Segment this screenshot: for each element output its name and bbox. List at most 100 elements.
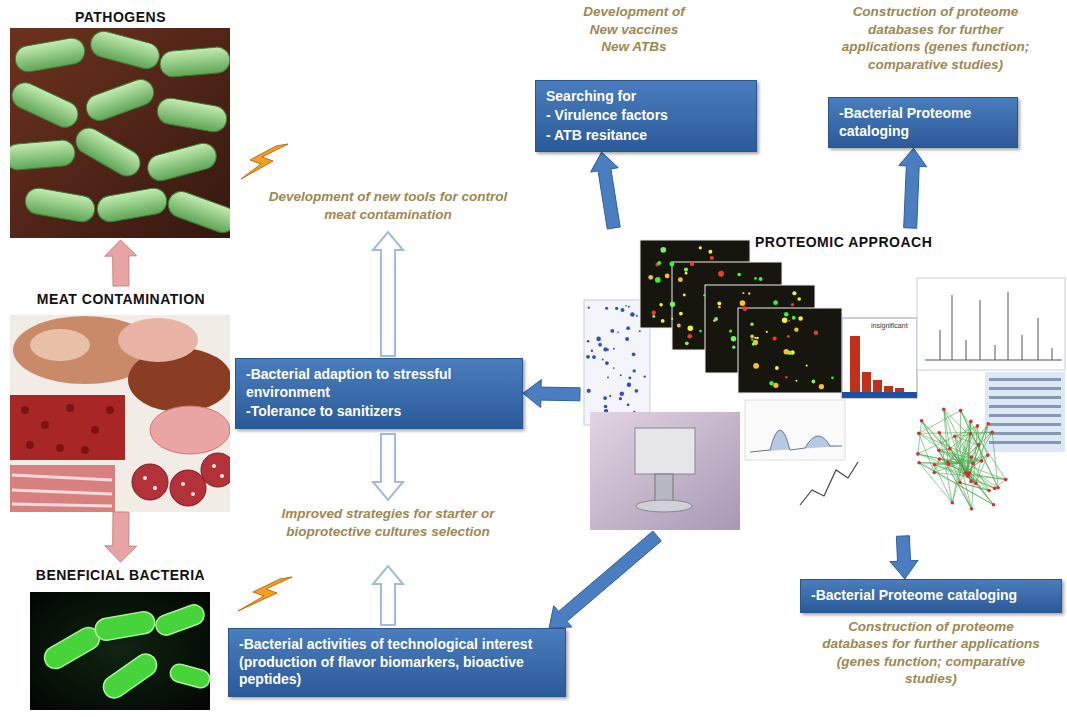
process-box-body: Searching for- Virulence factors- ATB re… xyxy=(535,80,757,153)
proteomic-collage xyxy=(665,274,670,279)
proteomic-collage xyxy=(684,268,688,272)
proteomic-collage xyxy=(960,424,988,463)
proteomic-collage xyxy=(615,307,618,310)
proteomic-collage xyxy=(940,330,941,360)
proteomic-collage xyxy=(610,329,614,333)
proteomic-collage xyxy=(591,349,593,351)
proteomic-collage xyxy=(660,247,666,253)
proteomic-collage xyxy=(989,414,1061,417)
proteomic-collage xyxy=(670,302,675,307)
proteomic-collage xyxy=(842,392,917,398)
proteomic-collage xyxy=(785,376,787,378)
meat-picture xyxy=(106,406,114,414)
pathogen-picture xyxy=(13,36,86,74)
proteomic-collage xyxy=(769,381,773,385)
proteomic-collage xyxy=(939,433,960,463)
proteomic-collage xyxy=(862,372,871,392)
proteomic-collage xyxy=(939,433,993,505)
proteomic-collage xyxy=(731,336,737,342)
panel-heading: MEAT CONTAMINATION xyxy=(5,286,237,307)
process-box: Construction of proteome databases for f… xyxy=(828,3,1046,148)
proteomic-collage xyxy=(750,323,754,327)
flow-arrow xyxy=(899,148,927,228)
proteomic-collage xyxy=(937,449,941,453)
proteomic-collage xyxy=(812,380,816,384)
proteomic-collage xyxy=(960,463,968,475)
proteomic-collage xyxy=(655,277,661,283)
meat-picture xyxy=(56,444,64,452)
beneficial-bacteria-picture xyxy=(30,592,210,710)
box-text: Searching for xyxy=(546,88,746,106)
proteomic-collage xyxy=(989,378,1061,444)
proteomic-collage xyxy=(607,348,609,350)
hollow-arrow xyxy=(373,232,403,356)
proteomic-collage xyxy=(685,272,688,275)
proteomic-collage xyxy=(688,326,694,332)
proteomic-collage xyxy=(678,277,683,282)
beneficial-bacteria-picture xyxy=(41,602,210,702)
pathogen-picture xyxy=(71,123,145,181)
process-box-body: -Bacterial activities of technological i… xyxy=(228,628,566,697)
proteomic-collage xyxy=(636,315,638,317)
pathogen-picture xyxy=(10,28,230,238)
proteomic-collage xyxy=(742,306,747,311)
pathogen-picture xyxy=(88,28,162,71)
proteomic-collage xyxy=(917,461,921,465)
lightning-bolt xyxy=(238,577,292,611)
proteomic-collage xyxy=(966,340,967,360)
proteomic-collage xyxy=(919,463,993,505)
proteomic-collage xyxy=(797,297,801,301)
proteomic-collage xyxy=(609,395,611,397)
proteomic-collage xyxy=(993,487,997,491)
proteomic-collage xyxy=(644,375,646,377)
proteomic-collage xyxy=(710,256,714,260)
meat-picture xyxy=(170,470,206,506)
meat-picture xyxy=(212,464,216,468)
box-caption: Construction of proteome databases for f… xyxy=(819,618,1044,688)
proteomic-collage xyxy=(791,303,794,306)
proteomic-collage xyxy=(756,337,758,339)
proteomic-collage xyxy=(940,292,1052,360)
meat-picture xyxy=(153,486,157,490)
picture-panel: BENEFICIAL BACTERIA xyxy=(8,562,233,712)
meat-picture xyxy=(10,315,230,512)
proteomic-collage xyxy=(752,342,755,345)
box-text: -Tolerance to sanitizers xyxy=(246,403,512,421)
proteomic-collage xyxy=(960,463,998,488)
method-collage: PROTEOMIC APPROACH xyxy=(580,228,1062,536)
proteomic-collage xyxy=(596,337,601,342)
proteomic-collage xyxy=(942,407,946,411)
proteomic-collage xyxy=(648,246,833,389)
proteomic-collage xyxy=(873,380,882,392)
picture-panel: MEAT CONTAMINATION xyxy=(5,286,237,512)
proteomic-collage xyxy=(970,455,974,459)
proteomic-collage xyxy=(627,403,630,406)
proteomic-collage xyxy=(992,503,996,507)
proteomic-collage xyxy=(959,409,963,413)
proteomic-collage xyxy=(969,432,973,436)
note-text: Development of new tools for control mea… xyxy=(256,188,520,223)
proteomic-collage xyxy=(590,412,740,530)
beneficial-bacteria-picture xyxy=(153,602,207,638)
proteomic-collage xyxy=(620,391,625,396)
meat-picture xyxy=(118,318,198,362)
proteomic-collage xyxy=(629,377,632,380)
proteomic-collage xyxy=(683,294,686,297)
proteomic-collage xyxy=(938,457,942,461)
proteomic-collage xyxy=(703,294,705,296)
proteomic-collage xyxy=(938,431,942,435)
proteomic-collage xyxy=(754,277,757,280)
proteomic-collage xyxy=(939,433,952,503)
proteomic-collage xyxy=(740,300,746,306)
beneficial-bacteria-picture xyxy=(41,623,104,672)
meat-picture xyxy=(12,475,112,506)
proteomic-collage xyxy=(602,359,604,361)
proteomic-collage xyxy=(1052,348,1053,360)
picture-panel: PATHOGENS xyxy=(8,4,233,240)
proteomic-collage xyxy=(996,486,1000,490)
proteomic-collage xyxy=(628,306,630,308)
box-heading: Development of New vaccines New ATBs xyxy=(575,3,693,56)
proteomic-collage xyxy=(617,332,619,334)
proteomic-collage xyxy=(729,329,732,332)
proteomic-collage xyxy=(784,312,788,316)
